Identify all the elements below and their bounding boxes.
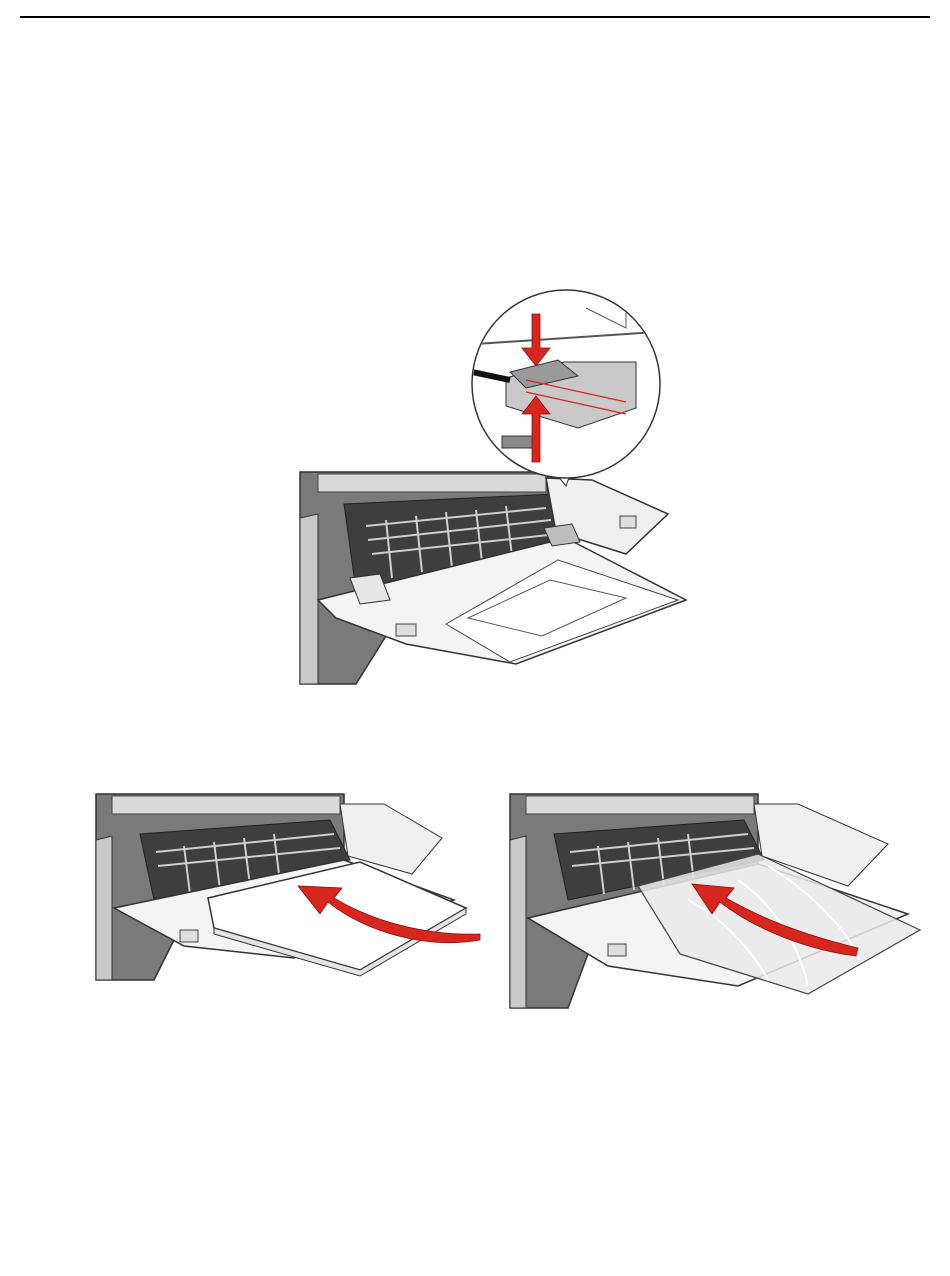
figure-adjust-guides	[296, 288, 696, 684]
printer-feeder-illustration	[296, 288, 696, 684]
printer-transparency-illustration	[508, 790, 928, 1008]
figure-load-transparency	[508, 790, 928, 1008]
header-rule	[20, 16, 930, 18]
figure-load-paper	[94, 790, 484, 980]
printer-paper-illustration	[94, 790, 484, 980]
